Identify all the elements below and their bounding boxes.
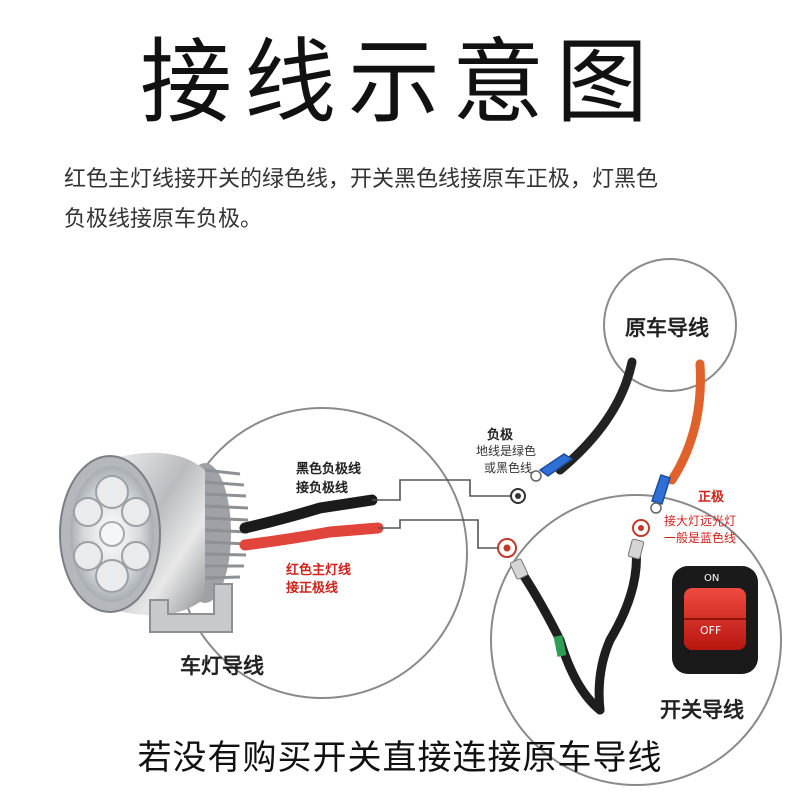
positive-ring-terminal-icon	[497, 538, 517, 558]
switch-off-label: OFF	[700, 624, 722, 637]
switch-on-label: ON	[704, 573, 720, 584]
negative-ring-terminal-icon	[510, 488, 526, 504]
lamp-wire-label: 车灯导线	[180, 654, 264, 678]
positive-note-line-2: 一般是蓝色线	[664, 531, 737, 545]
page-title: 接线示意图	[139, 29, 660, 136]
negative-note-line-1: 地线是绿色	[476, 444, 537, 458]
positive-note-line-1: 接大灯远光灯	[664, 514, 737, 528]
rocker-switch-icon	[672, 566, 758, 674]
description-line-1: 红色主灯线接开关的绿色线，开关黑色线接原车正极，灯黑色	[64, 167, 659, 192]
connect-positive-label: 接正极线	[286, 581, 339, 596]
negative-title-label: 负极	[487, 428, 514, 443]
negative-note-line-2: 或黑色线	[484, 461, 533, 475]
lamp-wires	[239, 494, 384, 551]
original-vehicle-wires	[530, 357, 705, 514]
original-wire-label: 原车导线	[625, 316, 709, 340]
original-wire-callout-circle	[603, 258, 737, 392]
lamp-icon	[59, 452, 249, 633]
wiring-description: 红色主灯线接开关的绿色线，开关黑色线接原车正极，灯黑色 负极线接原车负极。	[64, 160, 764, 240]
black-negative-wire-label: 黑色负极线	[296, 462, 362, 477]
switch-wire-label: 开关导线	[660, 698, 744, 722]
switch-wires	[509, 538, 645, 715]
switch-wire-callout-circle	[490, 494, 782, 786]
description-line-2: 负极线接原车负极。	[64, 207, 263, 232]
connection-lines	[372, 479, 512, 549]
connect-negative-label: 接负极线	[296, 481, 349, 496]
positive-connector-icon	[632, 519, 650, 537]
positive-title-label: 正极	[698, 490, 725, 505]
red-main-wire-label: 红色主灯线	[286, 563, 352, 578]
footer-note: 若没有购买开关直接连接原车导线	[137, 738, 663, 778]
